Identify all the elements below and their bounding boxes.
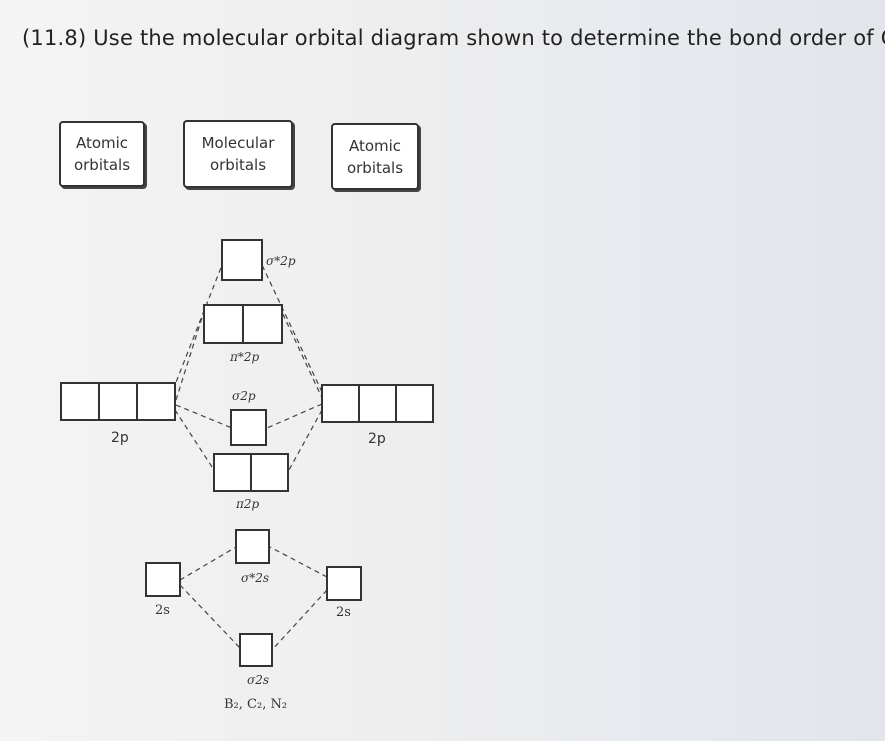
pi-2p-box-2 <box>250 453 289 492</box>
header-left-line1: Atomic <box>75 134 129 152</box>
atomic-2p-left-box-2 <box>98 382 138 421</box>
atomic-2p-right-box-3 <box>395 384 434 423</box>
atomic-2s-right-label: 2s <box>336 605 351 620</box>
sigma-star-2s-box <box>235 529 270 564</box>
question-body: Use the molecular orbital diagram shown … <box>93 26 885 50</box>
question-number: (11.8) <box>22 26 87 50</box>
header-mid-line1: Molecular <box>201 134 275 152</box>
pi-star-2p-label: π*2p <box>229 350 260 364</box>
atomic-2p-right-label: 2p <box>368 431 386 447</box>
question-text: (11.8) Use the molecular orbital diagram… <box>22 26 885 54</box>
sigma-2p-label: σ2p <box>232 389 256 403</box>
pi-star-2p-box-2 <box>242 304 283 344</box>
header-left-line2: orbitals <box>73 156 131 174</box>
molecular-orbitals-header: Molecular orbitals <box>183 120 293 188</box>
atomic-2p-left-box-1 <box>60 382 100 421</box>
atomic-2p-left-label: 2p <box>111 430 129 446</box>
sigma-2p-box <box>230 409 267 446</box>
header-right-line2: orbitals <box>346 158 404 177</box>
atomic-2p-left-box-3 <box>136 382 176 421</box>
sigma-2s-label: σ2s <box>247 673 269 687</box>
atomic-2p-right-box-1 <box>321 384 360 423</box>
pi-2p-box-1 <box>213 453 252 492</box>
header-right-line1: Atomic <box>348 136 402 155</box>
atomic-2s-left-box <box>145 562 181 597</box>
atomic-orbitals-left-header: Atomic orbitals <box>59 121 145 187</box>
atomic-2s-right-box <box>326 566 362 601</box>
sigma-star-2p-label: σ*2p <box>266 254 296 268</box>
sigma-star-2s-label: σ*2s <box>241 571 269 585</box>
sigma-2s-box <box>239 633 273 667</box>
atomic-orbitals-right-header: Atomic orbitals <box>331 123 419 190</box>
molecules-caption: B₂, C₂, N₂ <box>224 697 287 712</box>
pi-star-2p-box-1 <box>203 304 244 344</box>
header-mid-line2: orbitals <box>209 156 267 174</box>
sigma-star-2p-box <box>221 239 263 281</box>
atomic-2p-right-box-2 <box>358 384 397 423</box>
connector-lines <box>172 264 328 651</box>
atomic-2s-left-label: 2s <box>155 603 170 618</box>
pi-2p-label: π2p <box>235 497 260 511</box>
